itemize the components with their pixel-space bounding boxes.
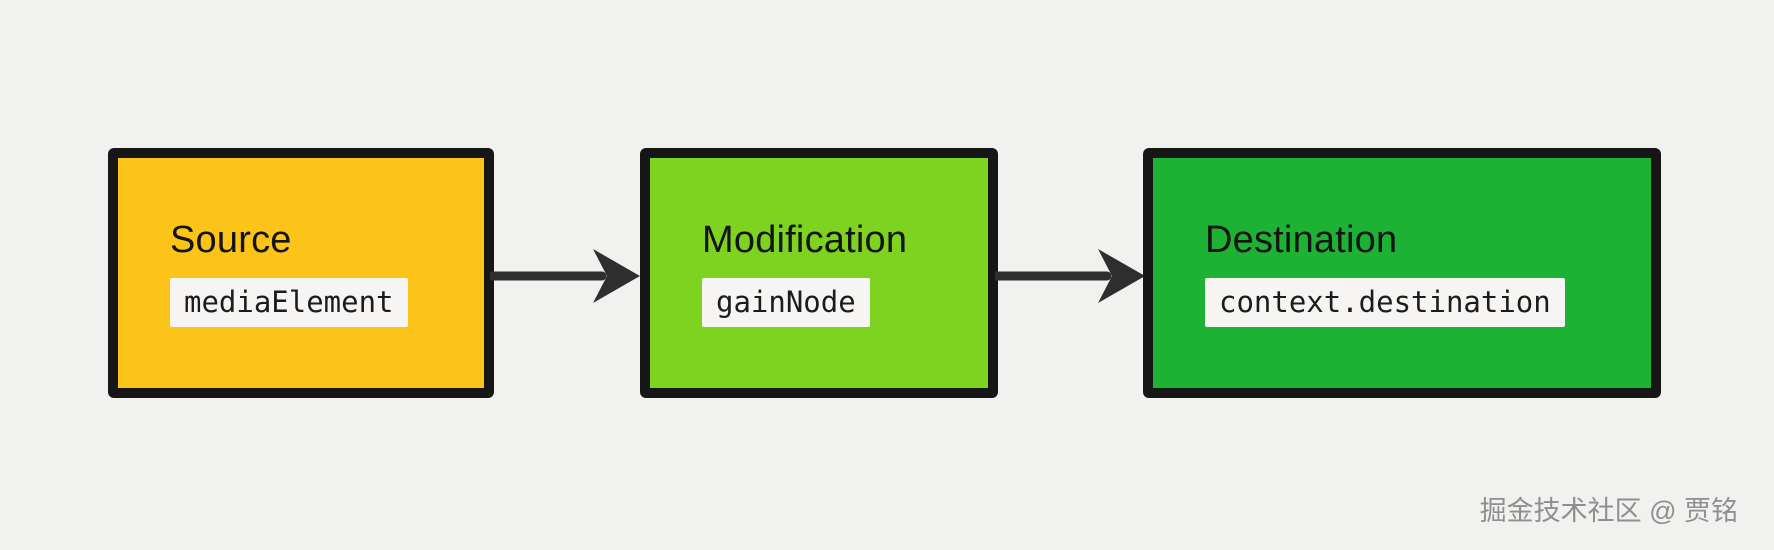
node-source-title: Source <box>170 219 292 261</box>
node-source-fill: Source mediaElement <box>118 158 484 388</box>
node-destination-fill: Destination context.destination <box>1153 158 1651 388</box>
node-destination-title: Destination <box>1205 219 1398 261</box>
arrow-modification-to-destination-icon <box>995 249 1145 303</box>
node-source: Source mediaElement <box>108 148 494 398</box>
node-source-code-label: mediaElement <box>170 278 408 327</box>
node-modification: Modification gainNode <box>640 148 998 398</box>
node-destination: Destination context.destination <box>1143 148 1661 398</box>
node-modification-fill: Modification gainNode <box>650 158 988 388</box>
node-modification-code-label: gainNode <box>702 278 870 327</box>
node-destination-code-label: context.destination <box>1205 278 1565 327</box>
node-modification-title: Modification <box>702 219 908 261</box>
arrow-source-to-modification-icon <box>490 249 640 303</box>
watermark-text: 掘金技术社区 @ 贾铭 <box>1479 496 1738 526</box>
